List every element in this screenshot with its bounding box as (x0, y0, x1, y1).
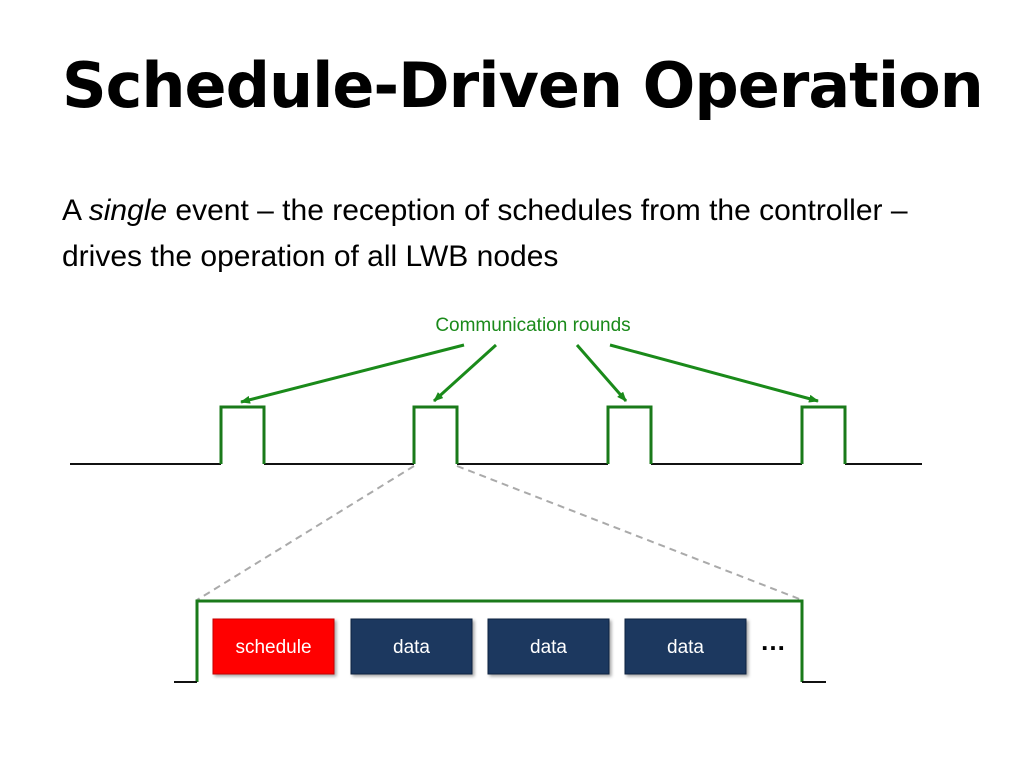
data-slot-box (487, 618, 610, 675)
data-slot-box (624, 618, 747, 675)
more-slots-indicator: … (760, 626, 786, 656)
data-slot-label: data (393, 637, 430, 658)
slot-1: data (350, 618, 473, 675)
slide-title: Schedule-Driven Operation (62, 49, 984, 122)
round-pulses (219, 405, 847, 464)
round-pulse (219, 405, 266, 464)
round-pulse (800, 405, 847, 464)
slot-3: data (624, 618, 747, 675)
rounds-label: Communication rounds (435, 315, 630, 336)
round-arrow (575, 344, 628, 402)
slot-2: data (487, 618, 610, 675)
schedule-slot-label: schedule (235, 637, 311, 658)
body-emphasis: single (88, 194, 168, 227)
zoomed-round-outline (195, 599, 804, 682)
schedule-slot-box (212, 618, 335, 675)
body-suffix: event – the reception of schedules from … (62, 194, 908, 273)
zoom-lines (196, 465, 803, 601)
round-pulse (412, 405, 459, 464)
round-arrow (240, 343, 465, 404)
data-slot-label: data (667, 637, 704, 658)
zoom-line-left (196, 465, 415, 601)
slide-body-text: A single event – the reception of schedu… (62, 188, 962, 280)
slot-0: schedule (212, 618, 335, 675)
round-arrow (609, 343, 819, 403)
body-prefix: A (62, 194, 89, 227)
data-slot-label: data (530, 637, 567, 658)
round-arrows (240, 343, 819, 404)
round-arrow (432, 343, 498, 403)
zoom-line-right (456, 465, 803, 601)
round-pulse (606, 405, 653, 464)
data-slot-box (350, 618, 473, 675)
